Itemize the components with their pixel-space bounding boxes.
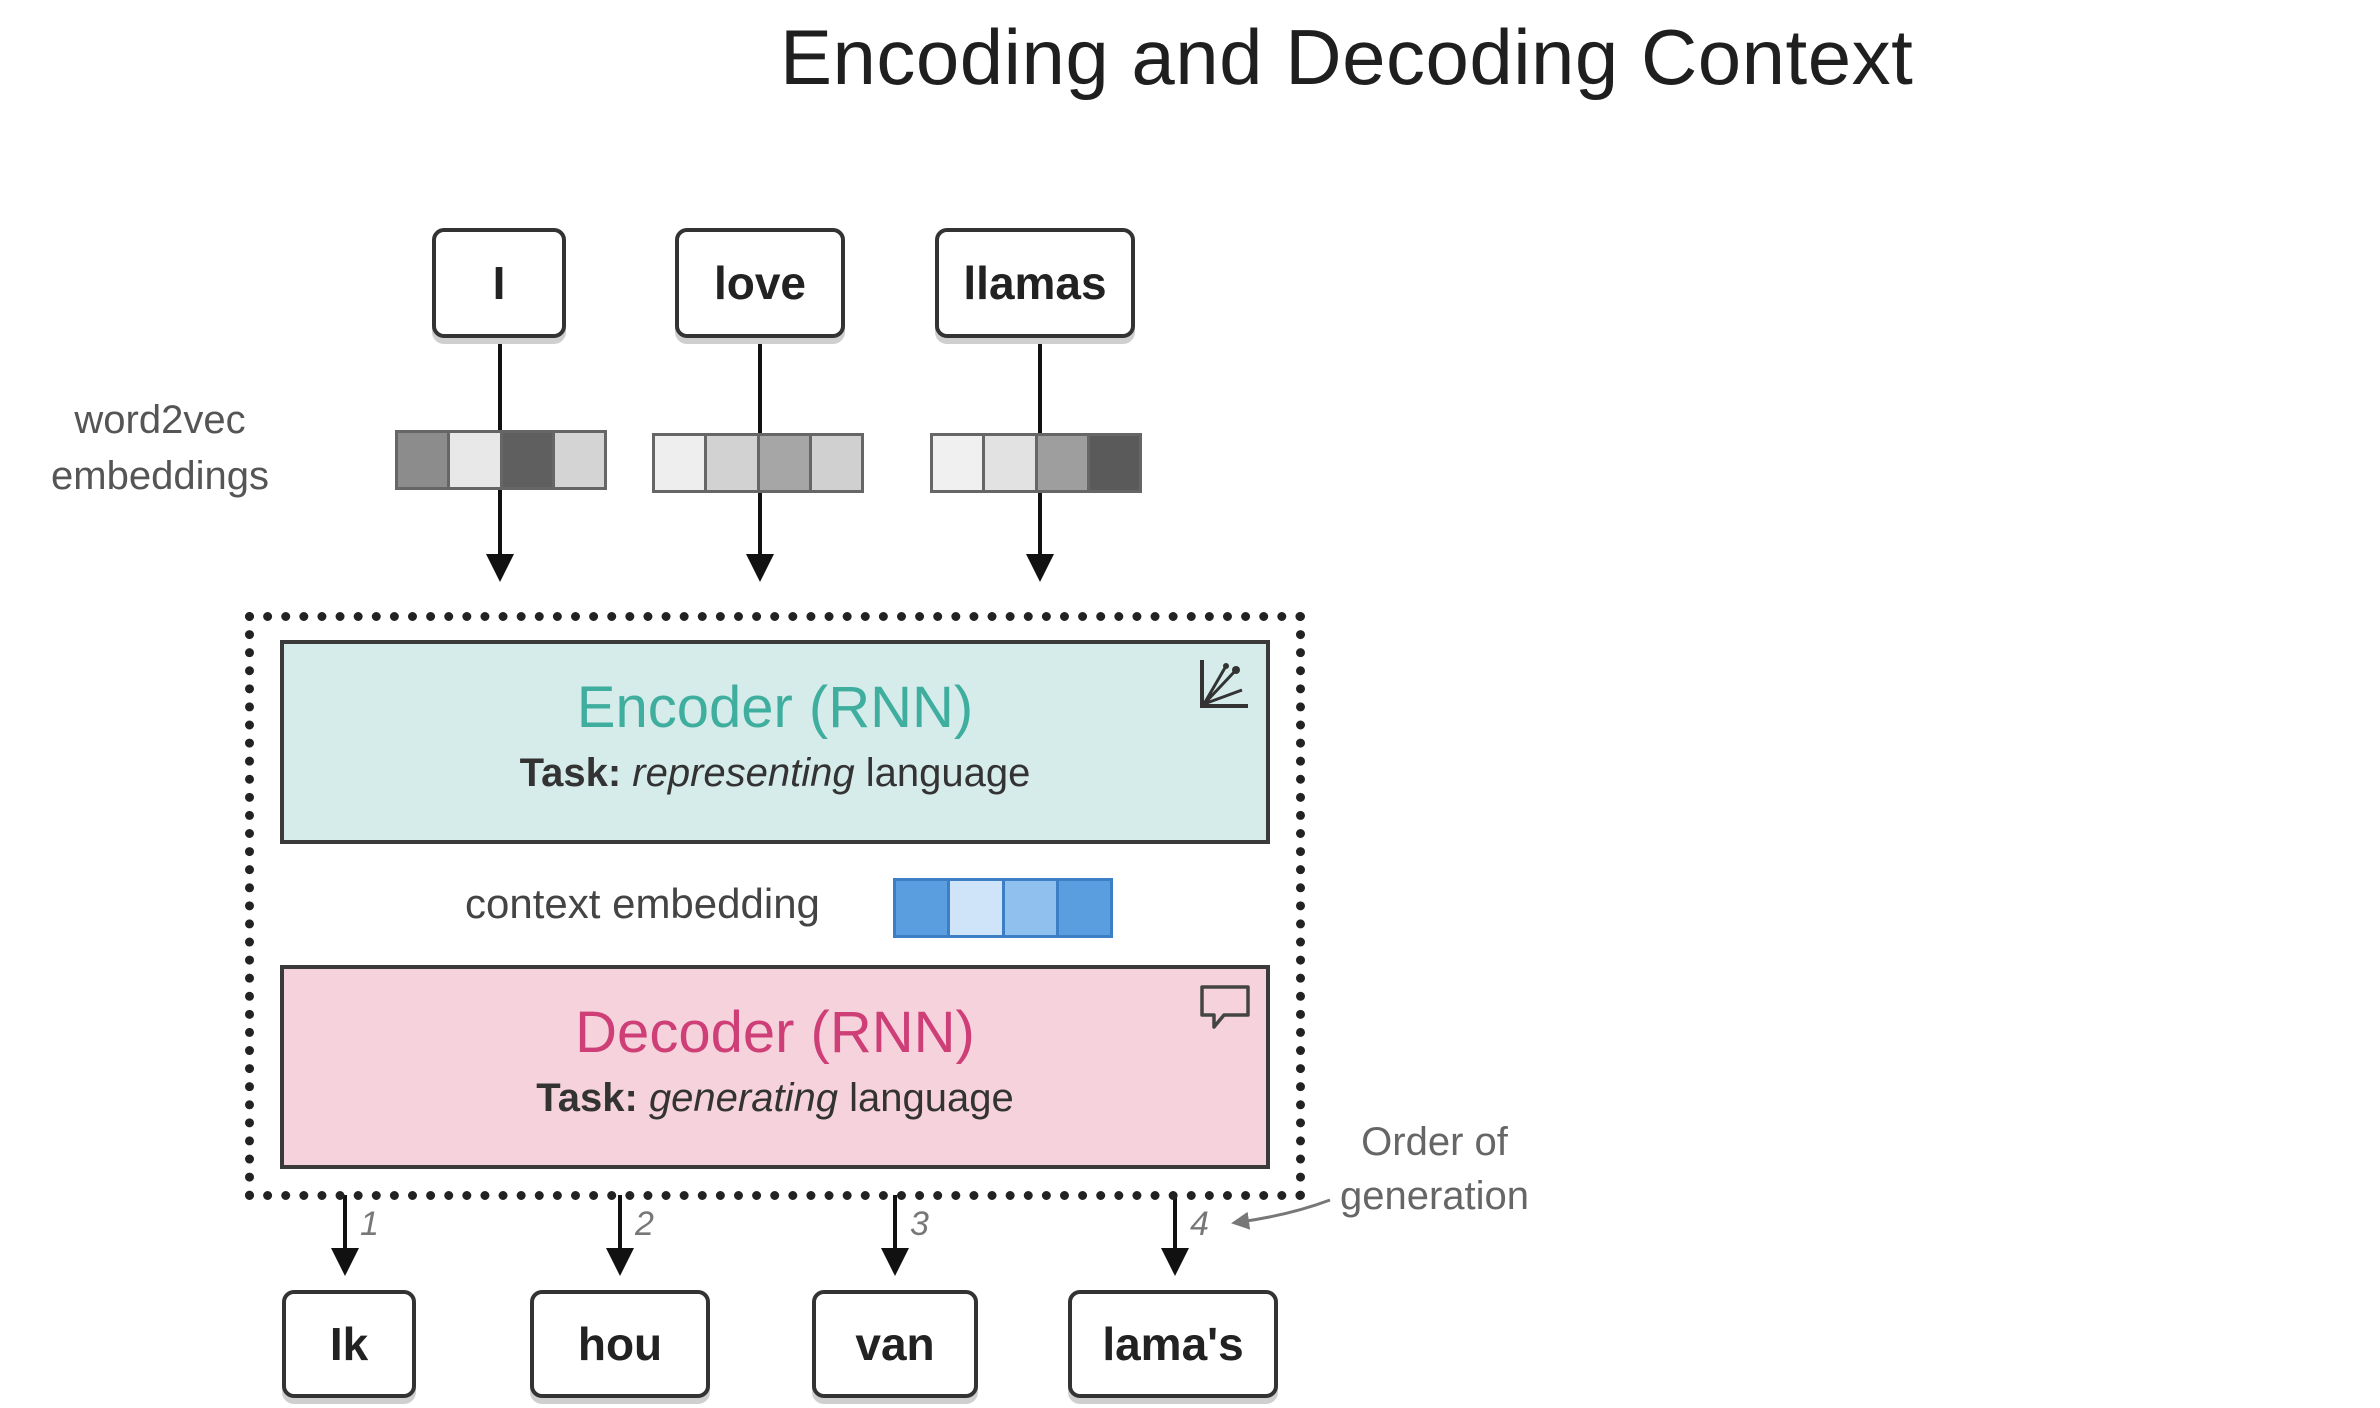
vector-cell xyxy=(655,436,708,490)
encoder-heading: Encoder (RNN) xyxy=(284,674,1266,741)
decoder-task-verb: generating xyxy=(648,1076,838,1120)
decoder-model: (RNN) xyxy=(810,1000,975,1065)
word-vector-1 xyxy=(395,430,607,490)
chart-icon xyxy=(1200,660,1248,708)
speech-bubble-icon xyxy=(1200,985,1250,1029)
encoder-block: Encoder (RNN) Task: representing languag… xyxy=(280,640,1270,844)
encoder-task-object: language xyxy=(865,751,1031,795)
vector-cell xyxy=(933,436,986,490)
embeddings-label: word2vec embeddings xyxy=(20,392,300,504)
vector-cell xyxy=(1037,436,1090,490)
vector-cell xyxy=(398,433,451,487)
order-pointer-arrow xyxy=(1231,1198,1331,1230)
decoder-heading: Decoder (RNN) xyxy=(284,999,1266,1066)
input-token-2: love xyxy=(675,228,845,338)
embeddings-label-line-1: word2vec xyxy=(74,398,246,442)
context-embedding-label: context embedding xyxy=(465,880,820,927)
diagram-title: Encoding and Decoding Context xyxy=(780,13,1914,101)
vector-cell xyxy=(554,433,604,487)
encoder-task-verb: representing xyxy=(632,751,855,795)
output-token-3: van xyxy=(812,1290,978,1398)
encoder-name: Encoder xyxy=(576,675,793,740)
vector-cell xyxy=(1004,881,1059,935)
order-number-3: 3 xyxy=(910,1205,929,1243)
output-token-4: lama's xyxy=(1068,1290,1278,1398)
encoder-task: Task: representing language xyxy=(284,751,1266,796)
word-vector-3 xyxy=(930,433,1142,493)
vector-cell xyxy=(985,436,1038,490)
encoder-model: (RNN) xyxy=(808,675,974,740)
vector-cell xyxy=(811,436,861,490)
order-number-1: 1 xyxy=(360,1205,379,1243)
vector-cell xyxy=(896,881,951,935)
vector-cell xyxy=(450,433,503,487)
order-label-line-2: generation xyxy=(1340,1174,1530,1218)
vector-cell xyxy=(1089,436,1139,490)
vector-cell xyxy=(1058,881,1110,935)
order-number-4: 4 xyxy=(1190,1205,1209,1243)
vector-cell xyxy=(759,436,812,490)
output-token-2: hou xyxy=(530,1290,710,1398)
decoder-task-object: language xyxy=(849,1076,1014,1120)
word-vector-2 xyxy=(652,433,864,493)
context-vector xyxy=(893,878,1113,938)
decoder-task-prefix: Task: xyxy=(536,1076,638,1120)
vector-cell xyxy=(950,881,1005,935)
output-token-1: Ik xyxy=(282,1290,416,1398)
order-label-line-1: Order of xyxy=(1361,1120,1508,1164)
encoder-decoder-boundary xyxy=(245,612,1305,1200)
order-number-2: 2 xyxy=(635,1205,654,1243)
order-of-generation-label: Order of generation xyxy=(1340,1115,1529,1223)
decoder-name: Decoder xyxy=(575,1000,795,1065)
vector-cell xyxy=(707,436,760,490)
decoder-task: Task: generating language xyxy=(284,1076,1266,1121)
encoder-task-prefix: Task: xyxy=(519,751,622,795)
decoder-block: Decoder (RNN) Task: generating language xyxy=(280,965,1270,1169)
input-token-1: I xyxy=(432,228,566,338)
embeddings-label-line-2: embeddings xyxy=(51,454,269,498)
vector-cell xyxy=(502,433,555,487)
input-token-3: llamas xyxy=(935,228,1135,338)
